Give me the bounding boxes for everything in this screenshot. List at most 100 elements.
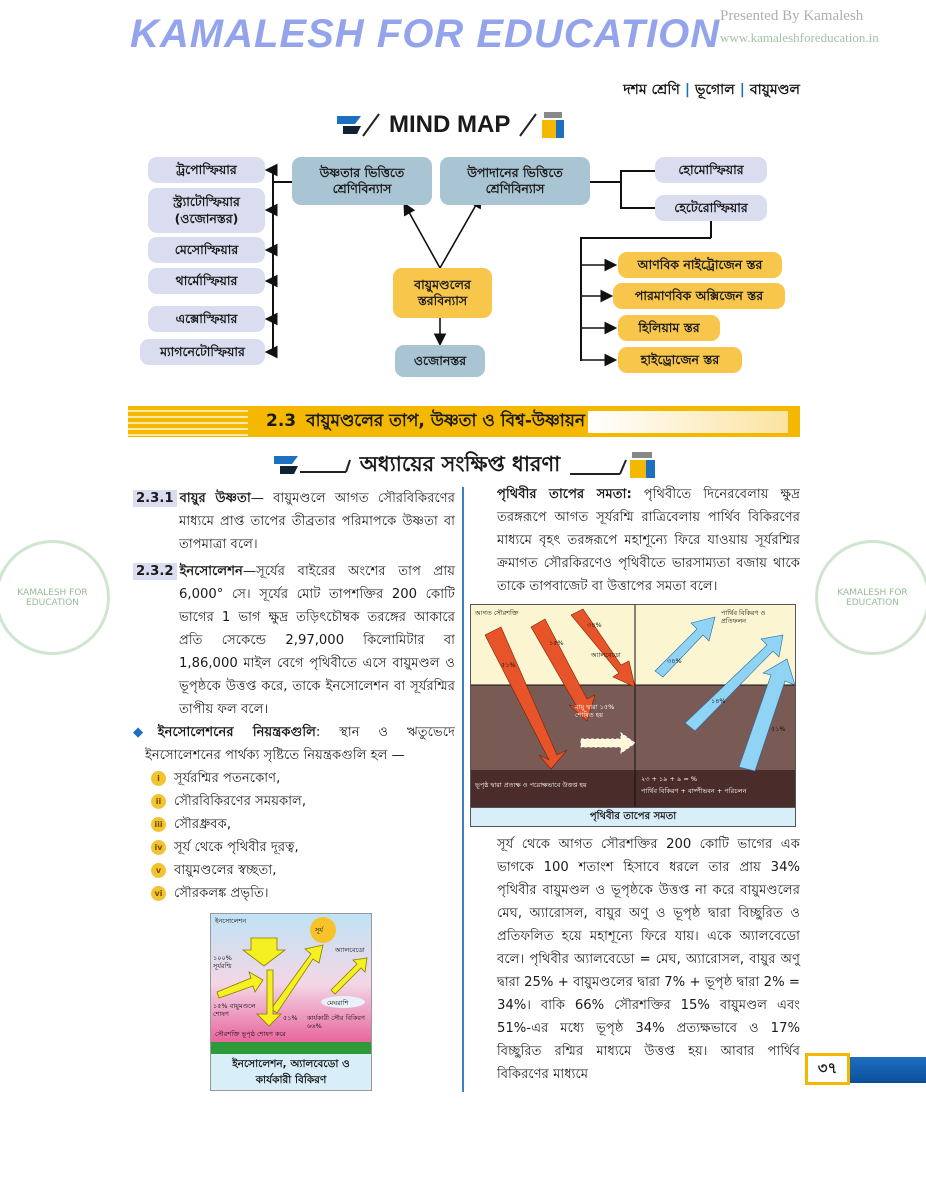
layer-helium: হিলিয়াম স্তর [618,315,720,341]
para-text: পৃথিবীতে দিনেরবেলায় ক্ষুদ্র তরঙ্গরূপে আ… [497,487,800,594]
list-item: iv সূর্য থেকে পৃথিবীর দূরত্ব, [151,836,455,859]
label-100: ১০০% সূর্যরশ্মি [213,954,232,970]
term: পৃথিবীর তাপের সমতা: [497,487,632,502]
section-title-text: বায়ুমণ্ডলের তাপ, উষ্ণতা ও বিশ্ব-উষ্ণায়… [306,410,585,431]
insolation-illustration: ইনসোলেশন সূর্য ১০০% সূর্যরশ্মি অ্যালবেডো… [211,914,371,1054]
figure-caption: পৃথিবীর তাপের সমতা [471,807,795,826]
summary-heading: অধ্যায়ের সংক্ষিপ্ত ধারণা [230,448,700,482]
header-chapter: বায়ুমণ্ডল [749,82,800,98]
term: ইনসোলেশন [179,564,243,579]
page-number-bar [850,1057,926,1083]
label-out14: ১৪% [711,697,726,705]
header-class: দশম শ্রেণি [623,82,680,98]
banner-fade [588,410,788,433]
numeral-badge: i [151,771,166,786]
watermark-logo-right: KAMALESH FOR EDUCATION [815,540,926,655]
para-text: : স্থান ও ঋতুভেদে ইনসোলেশনের পার্থক্য সৃ… [145,725,455,763]
watermark-logo-left: KAMALESH FOR EDUCATION [0,540,110,655]
connector [580,237,711,239]
term: ইনসোলেশনের নিয়ন্ত্রকগুলি [157,725,316,740]
book-deco-icon [570,452,656,478]
layer-heterosphere: হেটেরোস্ফিয়ার [655,195,767,221]
layer-oxygen: পারমাণবিক অক্সিজেন স্তর [613,283,785,309]
para-number: 2.3.2 [133,563,177,580]
layer-nitrogen: আণবিক নাইট্রোজেন স্তর [618,252,782,278]
layer-troposphere: ট্রপোস্ফিয়ার [148,157,265,183]
layer-homosphere: হোমোস্ফিয়ার [655,157,767,183]
list-item-text: সৌরবিকিরণের সময়কাল, [174,794,307,809]
label-insolation: ইনসোলেশন [215,917,247,925]
label-p15: ১৫% বায়ুমণ্ডলে শোষণ [213,1002,256,1018]
para-text: —সূর্যের বাইরের অংশের তাপ প্রায় 6,000° … [179,564,455,717]
numeral-badge: ii [151,794,166,809]
label-p34: ৩৪% [587,621,602,629]
arrow-deco-icon [337,113,380,137]
numeral-badge: vi [151,886,166,901]
label-albedo: অ্যালবেডো [591,651,621,659]
list-item-text: সূর্য থেকে পৃথিবীর দূরত্ব, [174,840,299,855]
connector [710,221,712,238]
insolation-graphic [211,914,371,1054]
heat-balance-figure: আগত সৌরশক্তি ৫১% ১৫% ৩৪% অ্যালবেডো বায়ু… [470,604,796,827]
para-number: 2.3.1 [133,490,177,507]
mind-map-arrows [264,163,618,367]
connector [580,237,582,361]
label-sum-text: পার্থিব বিকিরণ + বাষ্পীভবন + পরিচলন [641,787,747,795]
connector [620,170,622,208]
label-out34: ৩৪% [667,657,682,665]
label-cloud: মেঘরাশি [327,999,349,1007]
connector [620,207,655,209]
connector [272,168,274,353]
layer-hydrogen: হাইড্রোজেন স্তর [618,347,742,373]
connector [620,170,655,172]
label-absorbed: বায়ু দ্বারা ১৫% শোষিত হয় [575,703,615,719]
mind-map-title-text: MIND MAP [389,111,511,138]
numeral-badge: iv [151,840,166,855]
summary-heading-text: অধ্যায়ের সংক্ষিপ্ত ধারণা [359,451,561,476]
label-out51: ৫১% [771,725,786,733]
banner-stripes [128,406,248,437]
list-item-text: সৌরকলঙ্ক প্রভৃতি। [174,886,269,901]
insolation-figure: ইনসোলেশন সূর্য ১০০% সূর্যরশ্মি অ্যালবেডো… [210,913,372,1091]
right-column: পৃথিবীর তাপের সমতা: পৃথিবীতে দিনেরবেলায়… [470,483,800,1086]
page-number: ৩৭ [805,1053,850,1085]
heat-balance-graphic [471,605,795,807]
layer-stratosphere: স্ট্র্যাটোস্ফিয়ার (ওজোনস্তর) [148,188,265,233]
composition-basis-node: উপাদানের ভিত্তিতে শ্রেণিবিন্যাস [440,157,590,205]
connector [590,181,620,183]
column-divider [462,487,464,1092]
label-p15: ১৫% [549,639,564,647]
list-item: vi সৌরকলঙ্ক প্রভৃতি। [151,882,455,905]
book-deco-icon [519,112,565,138]
label-incoming: আগত সৌরশক্তি [475,609,519,617]
label-terrestrial: পার্থিব বিকিরণ ও প্রতিফলন [721,609,766,625]
watermark-logo-text: KAMALESH FOR EDUCATION [837,587,908,608]
sun-icon [310,917,336,943]
diamond-bullet-icon: ◆ [133,725,158,740]
label-surface: সৌরশক্তি ভূপৃষ্ঠ শোষণ করে [215,1030,286,1038]
para-heat-balance: পৃথিবীর তাপের সমতা: পৃথিবীতে দিনেরবেলায়… [497,483,800,598]
list-item-text: সৌরধ্রুবক, [174,817,232,832]
header-subject: ভূগোল [694,82,735,98]
figure-caption: ইনসোলেশন, অ্যালবেডো ও কার্যকারী বিকিরণ [211,1054,371,1090]
label-sun: সূর্য [315,926,324,934]
watermark-site: www.kamaleshforeducation.in [720,30,879,45]
center-node: বায়ুমণ্ডলের স্তরবিন্যাস [393,268,492,318]
label-sum: ২৩ + ১৯ + ৯ = % [641,775,698,783]
list-item: ii সৌরবিকিরণের সময়কাল, [151,790,455,813]
list-item-text: বায়ুমণ্ডলের স্বচ্ছতা, [174,863,277,878]
arrow-deco-icon [273,456,351,474]
running-header: দশম শ্রেণি|ভূগোল|বায়ুমণ্ডল [623,82,800,98]
watermark-text: KAMALESH FOR EDUCATION [130,12,721,56]
label-p51: ৫১% [283,1014,298,1022]
layer-thermosphere: থার্মোস্ফিয়ার [148,268,265,294]
ozone-node: ওজোনস্তর [395,345,485,377]
